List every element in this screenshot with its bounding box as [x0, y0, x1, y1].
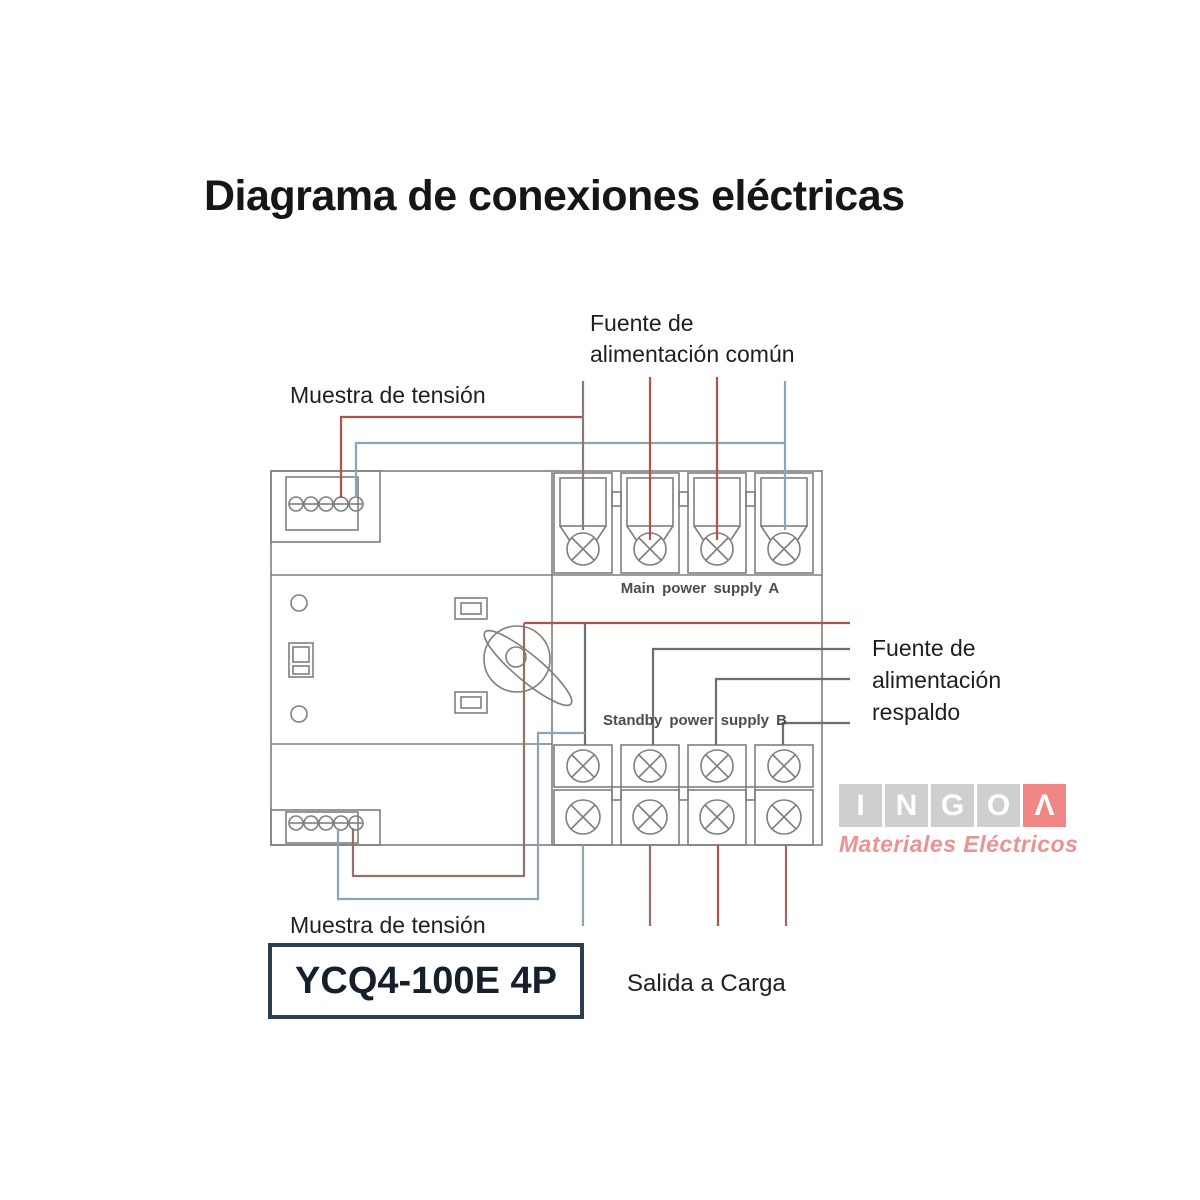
aux-terminal-block-bottom [270, 809, 381, 846]
standby-supply-terminals [553, 744, 814, 788]
front-panel-details [288, 594, 488, 723]
label-fuente-respaldo-line2: alimentación [872, 667, 1002, 693]
label-fuente-comun-line1: Fuente de [590, 310, 694, 336]
label-fuente-comun: Fuente de alimentación común [590, 308, 795, 370]
wire-voltage-sample-top-gray [354, 441, 785, 498]
label-standby-power-supply-b: Standby power supply B [602, 712, 788, 729]
label-fuente-comun-line2: alimentación común [590, 341, 795, 367]
logo-letter-square: G [931, 784, 974, 827]
label-fuente-respaldo: Fuente de alimentación respaldo [872, 632, 1001, 728]
wire-respaldo-4 [781, 721, 850, 745]
wire-voltage-sample-top-red [339, 415, 583, 498]
label-main-power-supply-a: Main power supply A [620, 580, 780, 597]
model-number-box: YCQ4-100E 4P [268, 943, 584, 1019]
wire-voltage-sample-bottom-brown [351, 623, 526, 878]
logo-letter-square: O [977, 784, 1020, 827]
wire-respaldo-2 [651, 647, 850, 745]
label-salida-a-carga: Salida a Carga [627, 970, 786, 997]
logo-letter-square-red: Λ [1023, 784, 1066, 827]
main-supply-terminals [553, 472, 814, 574]
label-muestra-tension-bottom: Muestra de tensión [290, 912, 486, 938]
wiring [336, 377, 850, 926]
ingoa-letter-squares: I N G O Λ [839, 784, 1078, 827]
logo-letter-square: N [885, 784, 928, 827]
wire-voltage-sample-bottom-gray [336, 731, 585, 901]
ingoa-watermark-logo: I N G O Λ Materiales Eléctricos [839, 784, 1078, 858]
load-output-terminals [553, 786, 814, 846]
label-fuente-respaldo-line3: respaldo [872, 699, 961, 725]
label-muestra-tension-top: Muestra de tensión [290, 382, 486, 408]
transfer-switch-body [270, 470, 823, 846]
label-fuente-respaldo-line1: Fuente de [872, 635, 976, 661]
rotary-switch-knob [483, 625, 573, 707]
logo-tagline: Materiales Eléctricos [839, 831, 1079, 857]
logo-letter-square: I [839, 784, 882, 827]
wire-respaldo-3 [714, 677, 850, 745]
aux-terminal-block-top [270, 470, 381, 543]
page-title: Diagrama de conexiones eléctricas [204, 172, 905, 220]
model-number-text: YCQ4-100E 4P [295, 959, 557, 1002]
